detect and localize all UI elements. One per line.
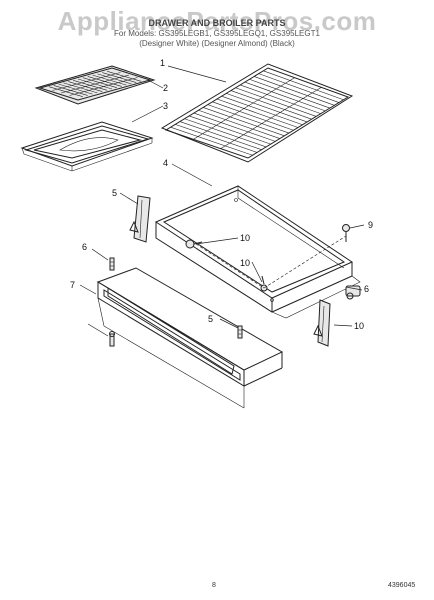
drawer-slide-right	[313, 299, 331, 347]
page-number: 8	[212, 582, 216, 589]
callout-1: 1	[160, 58, 165, 68]
callout-5: 5	[208, 314, 213, 324]
drawer-roller	[345, 285, 361, 300]
callout-9: 9	[368, 220, 373, 230]
screw-lower	[237, 325, 243, 339]
storage-drawer	[154, 185, 361, 319]
bolt-lower	[109, 331, 115, 347]
model-list: For Models: GS395LEGB1, GS395LEGQ1, GS39…	[114, 29, 320, 38]
screw-upper	[109, 257, 115, 271]
callout-7: 7	[70, 280, 75, 290]
drawer-slide-left	[129, 195, 151, 243]
callout-labels: 1 2 3 4 5 10 6 7 10 9 6 5 10	[70, 58, 373, 331]
bolt-right	[342, 224, 350, 242]
watermark: AppliancePartsPros.com	[57, 6, 377, 36]
broiler-grid	[34, 65, 156, 105]
callout-2: 2	[163, 83, 168, 93]
callout-10: 10	[240, 258, 250, 268]
callout-4: 4	[163, 158, 168, 168]
callout-10: 10	[240, 233, 250, 243]
color-list: (Designer White) (Designer Almond) (Blac…	[139, 39, 295, 48]
callout-3: 3	[163, 101, 168, 111]
callout-10: 10	[354, 321, 364, 331]
callout-6: 6	[364, 284, 369, 294]
callout-6: 6	[82, 242, 87, 252]
document-code: 4396045	[388, 582, 416, 589]
oven-rack	[160, 63, 354, 163]
drawer-front-panel	[96, 267, 284, 409]
callout-5: 5	[112, 188, 117, 198]
bolt-center	[260, 275, 268, 292]
diagram-title: DRAWER AND BROILER PARTS	[148, 18, 286, 28]
bolt-left	[185, 239, 203, 249]
broiler-pan	[20, 121, 154, 172]
